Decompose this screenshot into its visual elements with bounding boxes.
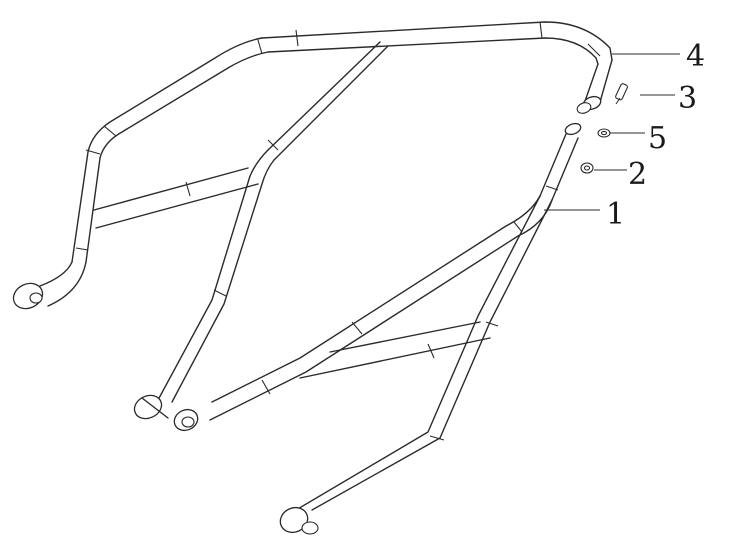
- lower-frame-top-end: [564, 122, 582, 136]
- washer-part-5: [597, 128, 611, 138]
- right-foot-socket: [279, 506, 309, 534]
- lower-left-socket-a: [133, 394, 163, 420]
- bolt-part-3: [615, 83, 628, 105]
- upper-rack-frame: [12, 21, 613, 420]
- callout-1: 1: [606, 197, 625, 232]
- callout-2: 2: [628, 157, 647, 192]
- nut-part-2: [580, 162, 594, 174]
- leader-lines: [544, 53, 680, 211]
- callout-5: 5: [648, 121, 667, 156]
- tube-joint-marks: [75, 21, 601, 441]
- callout-3: 3: [678, 81, 697, 116]
- lower-rack-frame: [173, 122, 582, 535]
- callout-4: 4: [686, 39, 705, 74]
